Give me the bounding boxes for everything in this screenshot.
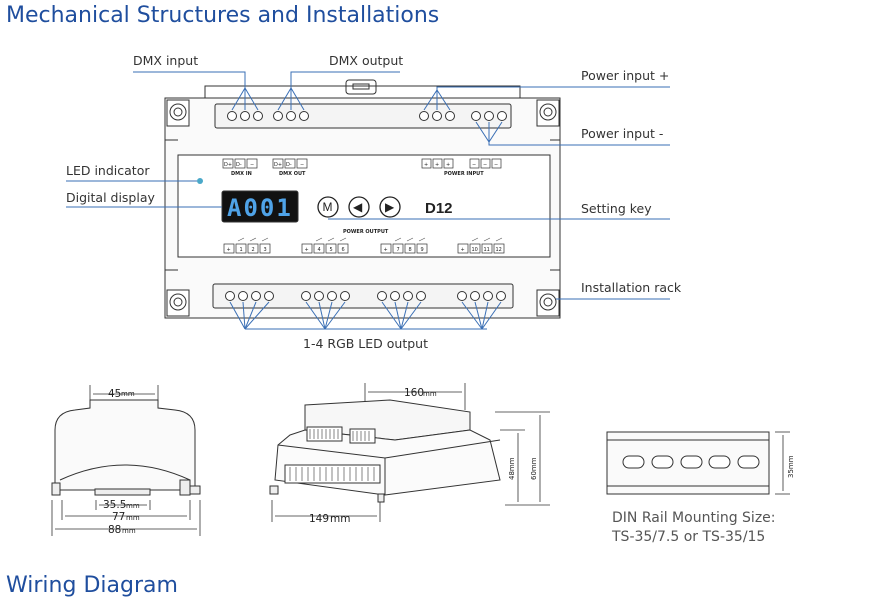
out-ch-8: 8 (409, 247, 412, 253)
pwr-in-minus-2: − (483, 162, 487, 168)
pwr-in-minus-3: − (494, 162, 498, 168)
callout-power-input-minus: Power input - (581, 126, 663, 141)
led-indicator (197, 178, 203, 184)
pwr-in-plus-3: + (446, 162, 450, 168)
mode-button-label: M (323, 200, 333, 214)
isometric-view (269, 383, 550, 522)
dmx-in-dplus: D+ (224, 162, 232, 168)
out-ch-2: 2 (252, 247, 255, 253)
setting-keys: M ◀ ▶ (317, 196, 401, 218)
callout-lines (66, 71, 670, 330)
dmx-terminal-labels: D+ D- − D+ D- − + + + − − − DMX IN DMX O… (222, 158, 502, 177)
out-ch-7: 7 (397, 247, 400, 253)
out-ch-12: 12 (496, 247, 502, 253)
out-ch-6: 6 (342, 247, 345, 253)
callout-digital-display: Digital display (66, 190, 156, 205)
dim-width-88: 88 (108, 524, 121, 536)
digital-display: A001 (221, 190, 299, 223)
dim-rail-35: 35mm (787, 455, 795, 478)
out-plus-c: + (384, 247, 388, 253)
dim-width-35-5: 35.5 (103, 499, 126, 511)
dmx-out-dplus: D+ (274, 162, 282, 168)
callout-setting-key: Setting key (581, 201, 652, 216)
power-output-terminal-labels: + 1 2 3 + 4 5 6 + 7 8 9 + 10 11 12 (223, 237, 505, 254)
mode-button[interactable]: M (317, 196, 339, 218)
dim-length-149: 149 (309, 513, 329, 525)
callout-led-indicator: LED indicator (66, 163, 150, 178)
lower-terminals (225, 291, 506, 301)
dmx-in-gnd: − (250, 162, 254, 168)
page-title: Mechanical Structures and Installations (6, 3, 440, 28)
out-plus-a: + (227, 247, 231, 253)
dim-width-77: 77 (112, 511, 125, 523)
pwr-in-minus-1: − (472, 162, 476, 168)
dmx-out-gnd: − (300, 162, 304, 168)
out-ch-3: 3 (264, 247, 267, 253)
dim-unit-45: mm (121, 390, 135, 398)
din-rail-caption-line1: DIN Rail Mounting Size: (612, 510, 776, 526)
upper-terminals (227, 111, 507, 121)
dim-unit-160: mm (423, 390, 437, 398)
left-arrow-icon: ◀ (353, 200, 363, 214)
wiring-diagram-heading: Wiring Diagram (6, 573, 178, 598)
out-ch-4: 4 (318, 247, 321, 253)
dim-unit-149: mm (330, 513, 350, 525)
out-ch-5: 5 (330, 247, 333, 253)
side-view (51, 385, 201, 536)
display-readout: A001 (227, 194, 293, 222)
dmx-out-label: DMX OUT (279, 171, 306, 177)
dim-unit-88: mm (122, 527, 136, 535)
callout-dmx-input: DMX input (133, 53, 198, 68)
dim-unit-77: mm (126, 514, 140, 522)
dim-length-160: 160 (404, 387, 424, 399)
model-name: D12 (425, 200, 453, 217)
callout-rgb-output: 1-4 RGB LED output (303, 336, 428, 351)
din-rail-caption-line2: TS-35/7.5 or TS-35/15 (611, 529, 765, 545)
out-ch-1: 1 (240, 247, 243, 253)
din-rail (606, 431, 790, 495)
dmx-in-dminus: D- (236, 162, 242, 168)
out-ch-9: 9 (421, 247, 424, 253)
callout-dmx-output: DMX output (329, 53, 403, 68)
out-plus-b: + (305, 247, 309, 253)
out-ch-11: 11 (484, 247, 490, 253)
dim-unit-35-5: mm (126, 502, 140, 510)
pwr-in-plus-2: + (435, 162, 439, 168)
out-plus-d: + (461, 247, 465, 253)
callout-power-input-plus: Power input + (581, 68, 669, 83)
dim-height-48: 48mm (508, 457, 516, 480)
right-arrow-icon: ▶ (385, 200, 395, 214)
left-button[interactable]: ◀ (348, 196, 370, 218)
dmx-out-dminus: D- (286, 162, 292, 168)
power-input-label: POWER INPUT (444, 171, 484, 177)
callout-installation-rack: Installation rack (581, 280, 682, 295)
dim-height-60: 60mm (530, 457, 538, 480)
dmx-in-label: DMX IN (231, 171, 252, 177)
out-ch-10: 10 (472, 247, 478, 253)
dim-width-45: 45 (108, 388, 121, 400)
right-button[interactable]: ▶ (379, 196, 401, 218)
pwr-in-plus-1: + (424, 162, 428, 168)
power-output-label: POWER OUTPUT (343, 229, 389, 235)
